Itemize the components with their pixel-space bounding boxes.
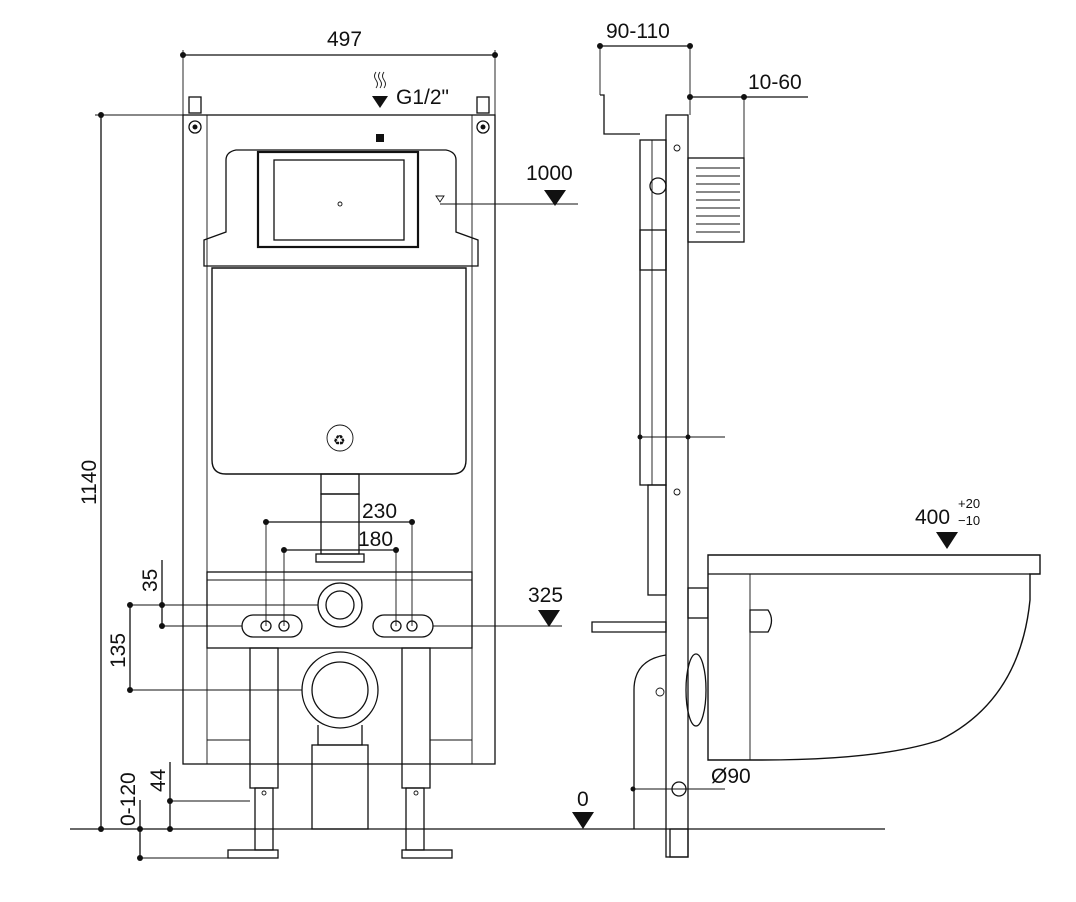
inlet-label: G1/2" bbox=[396, 86, 449, 109]
outlet-pipe bbox=[301, 651, 379, 830]
support-legs bbox=[227, 647, 453, 859]
foot-label: 44 bbox=[147, 768, 170, 792]
dim-bolt-spacing bbox=[263, 519, 415, 626]
floor-label: 0 bbox=[577, 788, 589, 811]
flush-plate bbox=[687, 157, 745, 243]
drain-label: Ø90 bbox=[711, 765, 751, 788]
inlet-marker bbox=[372, 71, 388, 108]
bowl-tol-plus: +20 bbox=[958, 496, 980, 511]
dim-height bbox=[95, 112, 183, 832]
svg-text:♻: ♻ bbox=[333, 432, 346, 448]
bolt-offset-label: 35 bbox=[139, 569, 162, 592]
bowl-height-label: 400 bbox=[915, 506, 950, 529]
dim-bowl-height bbox=[936, 532, 958, 549]
wall-label: 10-60 bbox=[748, 71, 802, 94]
actuation-height-label: 1000 bbox=[526, 162, 573, 185]
dim-feet bbox=[137, 762, 250, 861]
dim-325 bbox=[433, 610, 562, 627]
bolt-spacing-outer-label: 230 bbox=[362, 500, 397, 523]
axis-height-label: 325 bbox=[528, 584, 563, 607]
cistern: ♻ bbox=[203, 134, 479, 563]
depth-label: 90-110 bbox=[606, 20, 670, 43]
dim-left-vertical bbox=[127, 560, 318, 693]
bolt-plates bbox=[241, 582, 434, 638]
width-label: 497 bbox=[327, 28, 362, 51]
side-frame bbox=[591, 114, 725, 858]
dim-floor bbox=[572, 812, 594, 829]
bowl-tol-minus: −10 bbox=[958, 513, 980, 528]
height-label: 1140 bbox=[78, 460, 101, 505]
outlet-height-label: 135 bbox=[107, 633, 130, 668]
wall-hung-bowl bbox=[655, 554, 1041, 761]
front-frame bbox=[182, 96, 496, 765]
bolt-spacing-inner-label: 180 bbox=[358, 528, 393, 551]
dim-1000 bbox=[440, 190, 578, 206]
dim-width bbox=[180, 50, 498, 115]
adjust-label: 0-120 bbox=[117, 772, 140, 826]
dim-wall bbox=[687, 94, 808, 158]
dim-depth bbox=[597, 43, 693, 135]
